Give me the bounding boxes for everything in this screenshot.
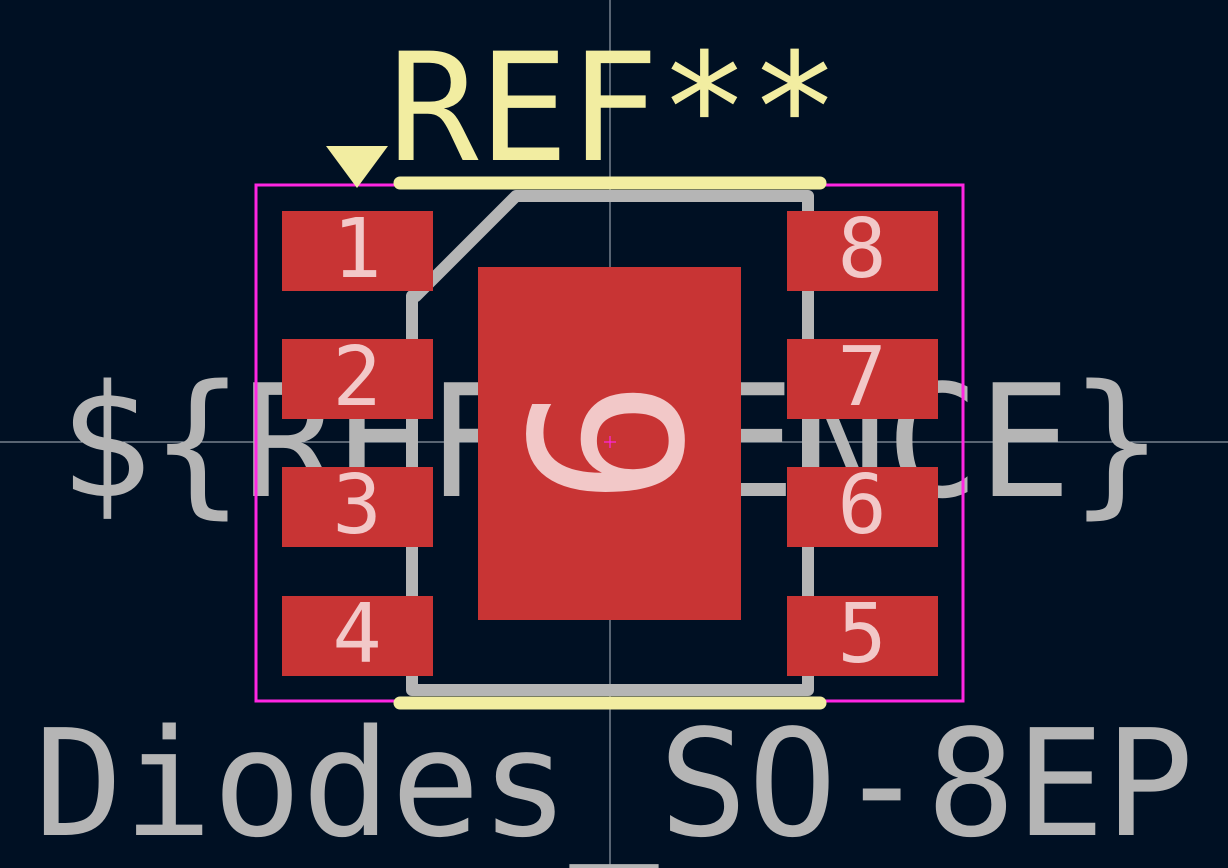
footprint-value-text: Diodes_SO-8EP — [34, 698, 1194, 868]
pad-number: 8 — [837, 202, 886, 297]
pad-number: 7 — [837, 330, 886, 425]
pad-3[interactable]: 3 — [282, 458, 433, 553]
pad-number: 6 — [837, 458, 886, 553]
pad-4[interactable]: 4 — [282, 587, 433, 682]
pad-number: 1 — [332, 202, 381, 297]
pad-2[interactable]: 2 — [282, 330, 433, 425]
pad-7[interactable]: 7 — [787, 330, 938, 425]
pad-number: 9 — [479, 380, 724, 506]
pad-6[interactable]: 6 — [787, 458, 938, 553]
pin1-marker-icon — [326, 146, 388, 188]
pad-8[interactable]: 8 — [787, 202, 938, 297]
pad-1[interactable]: 1 — [282, 202, 433, 297]
pad-number: 3 — [332, 458, 381, 553]
reference-designator: REF** — [388, 22, 840, 196]
anchor-cross-icon — [604, 436, 616, 448]
pad-5[interactable]: 5 — [787, 587, 938, 682]
pad-number: 2 — [332, 330, 381, 425]
pad-number: 4 — [332, 587, 381, 682]
pad-number: 5 — [837, 587, 886, 682]
